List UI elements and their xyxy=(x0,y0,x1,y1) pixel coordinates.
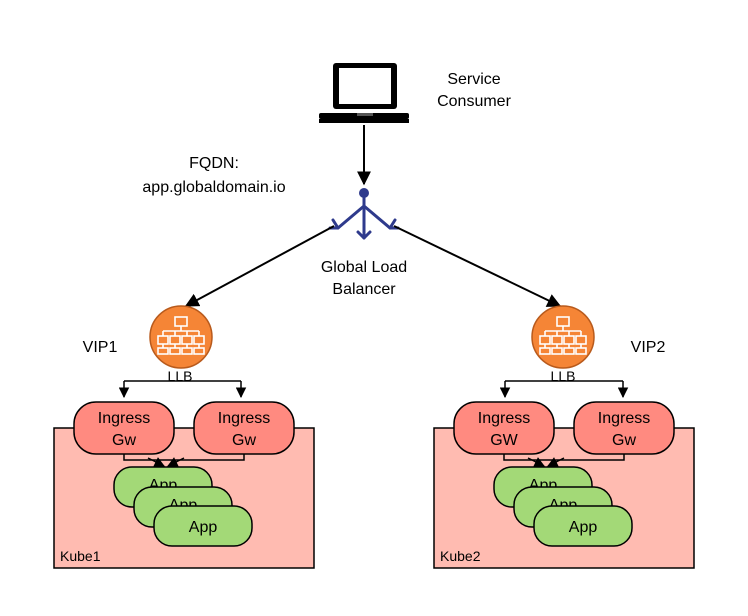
ingress-gw-left-2: Ingress Gw xyxy=(193,401,295,455)
ingress-gw-right-2: Ingress Gw xyxy=(573,401,675,455)
ingress-gw-right-1-line2: GW xyxy=(490,432,518,449)
ingress-gw-left-1-line2: Gw xyxy=(112,432,136,449)
gw-right-to-app-arrow-2 xyxy=(547,457,565,467)
global-load-balancer-icon xyxy=(328,188,400,240)
ingress-gw-left-1-line1: Ingress xyxy=(98,410,150,427)
ingress-gw-right-1: Ingress GW xyxy=(453,401,555,455)
gw-right-to-app-lines xyxy=(503,454,625,461)
consumer-label-line1: Service xyxy=(447,71,500,88)
glb-to-llb1-arrow xyxy=(184,225,335,307)
app-stack-right: App App App xyxy=(493,466,633,547)
gw-left-to-app-lines xyxy=(123,454,245,461)
gw-left-to-app-arrow-1 xyxy=(147,457,165,467)
kube2-label: Kube2 xyxy=(440,548,481,564)
llb2-icon xyxy=(531,305,595,369)
ingress-gw-left-2-line1: Ingress xyxy=(218,410,270,427)
app-right-3-label: App xyxy=(569,519,598,536)
kube1-label: Kube1 xyxy=(60,548,101,564)
fqdn-value: app.globaldomain.io xyxy=(142,179,285,196)
consumer-label-line2: Consumer xyxy=(437,93,511,110)
ingress-gw-right-2-line1: Ingress xyxy=(598,410,650,427)
llb2-label: LLB xyxy=(551,368,576,384)
laptop-icon xyxy=(319,63,409,123)
llb1-icon xyxy=(149,305,213,369)
fqdn-label: FQDN: xyxy=(189,155,239,172)
vip2-label: VIP2 xyxy=(631,339,666,356)
gw-right-to-app-arrow-1 xyxy=(527,457,545,467)
app-left-3-label: App xyxy=(189,519,218,536)
glb-label-line1: Global Load xyxy=(321,259,407,276)
llb1-label: LLB xyxy=(168,368,193,384)
gw-left-to-app-arrow-2 xyxy=(167,457,185,467)
app-stack-left: App App App xyxy=(113,466,253,547)
ingress-gw-right-2-line2: Gw xyxy=(612,432,636,449)
glb-to-llb2-arrow xyxy=(393,225,562,307)
ingress-gw-left-2-line2: Gw xyxy=(232,432,256,449)
vip1-label: VIP1 xyxy=(83,339,118,356)
glb-label-line2: Balancer xyxy=(332,281,396,298)
app-left-3 xyxy=(153,505,253,547)
app-right-3 xyxy=(533,505,633,547)
ingress-gw-left-1: Ingress Gw xyxy=(73,401,175,455)
ingress-gw-right-1-line1: Ingress xyxy=(478,410,530,427)
